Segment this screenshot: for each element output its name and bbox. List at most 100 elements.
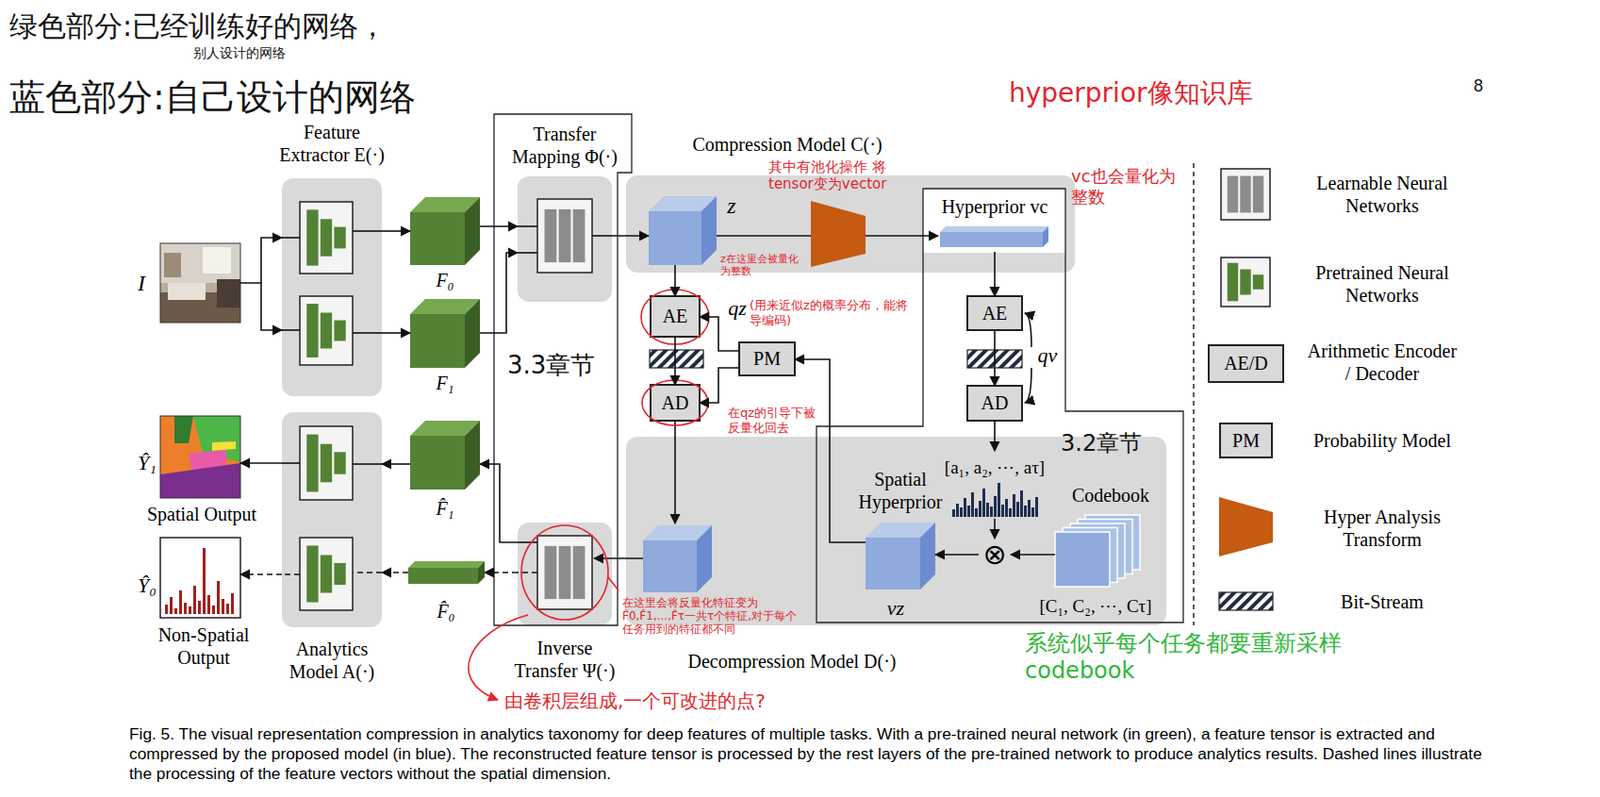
handwritten-note: z在这里会被量化为整数 — [720, 252, 808, 278]
legend-label: Arithmetic Encoder / Decoder — [1305, 339, 1459, 385]
figure-label: qz — [725, 296, 749, 321]
legend-sample — [1220, 423, 1272, 458]
handwritten-mark — [642, 379, 709, 426]
shape — [696, 525, 712, 593]
connector — [674, 264, 677, 297]
connector — [381, 462, 411, 465]
node-label: F̂₁ — [412, 496, 479, 520]
connector — [993, 420, 996, 451]
flow-line — [716, 234, 811, 237]
flow-line — [352, 462, 382, 465]
shape — [1016, 501, 1020, 517]
feature-cube: F₀ — [410, 197, 480, 265]
connector — [794, 359, 866, 543]
connector — [479, 463, 518, 543]
panel-fill — [281, 178, 382, 396]
box-label: AE — [967, 296, 1023, 330]
feature-cube: F̂₁ — [410, 420, 480, 490]
panel-fill — [517, 176, 612, 302]
handwritten-note: 3.3章节 — [507, 350, 611, 380]
handwritten-mark — [468, 614, 528, 700]
shape — [299, 537, 353, 611]
shape — [193, 585, 197, 614]
connector — [993, 518, 996, 539]
legend-label: Probability Model — [1305, 428, 1459, 452]
process-box: AD — [967, 385, 1023, 421]
handwritten-note: vc也会量化为整数 — [1071, 165, 1177, 208]
legend-separator — [1192, 163, 1195, 626]
node-label: Inverse Transfer Ψ(·) — [503, 636, 627, 682]
connector — [381, 230, 411, 232]
shape — [1239, 268, 1251, 295]
shape — [1035, 496, 1039, 517]
flow-line — [281, 329, 300, 331]
shape — [183, 602, 187, 614]
shape — [989, 506, 993, 517]
input-image: I — [160, 243, 241, 323]
figure-label: AE/D — [1208, 345, 1284, 382]
node-label: Ŷ₁ — [135, 450, 159, 476]
shape — [464, 298, 480, 368]
flow-line — [352, 331, 382, 334]
learnable-network-icon — [537, 198, 593, 273]
module-panel: Inverse Transfer Ψ(·) — [517, 522, 612, 626]
shape — [1023, 505, 1027, 517]
shape — [993, 495, 997, 517]
shape — [643, 540, 697, 593]
pretrained-network-icon — [299, 296, 353, 365]
pretrained-network-icon — [299, 426, 353, 500]
shape — [212, 441, 236, 451]
handwritten-note: 其中有池化操作 将tensor变为vector — [768, 158, 910, 193]
process-box: PM — [739, 342, 795, 376]
shape — [306, 209, 318, 265]
bit-stream — [649, 349, 1273, 611]
shape — [160, 415, 241, 498]
shape — [169, 596, 173, 614]
node-label: ⊗ — [978, 538, 1011, 571]
connector — [479, 252, 518, 333]
shape — [333, 562, 346, 585]
shape — [559, 209, 572, 263]
connector — [240, 237, 282, 283]
feature-cube: F₁ — [410, 298, 480, 368]
shape — [306, 544, 318, 602]
handwritten-note: (用来近似z的概率分布，能将导编码) — [749, 297, 910, 329]
network-icons — [299, 168, 1271, 611]
node-label: F₁ — [412, 371, 479, 395]
node-label: Spatial Output — [126, 502, 278, 526]
shape — [982, 488, 986, 517]
shape — [1031, 507, 1035, 517]
process-box: AD — [650, 384, 700, 421]
handwritten-note: 在这里会将反量化特征变为F̂0,F̂1,...,F̂τ一共τ个特征,对于每个任务… — [622, 595, 807, 636]
shape — [160, 243, 241, 283]
shape — [1012, 494, 1016, 517]
handwritten-note: 由卷积层组成,一个可改进的点? — [504, 689, 901, 712]
handwritten-note: 绿色部分:已经训练好的网络， — [9, 9, 538, 44]
flow-line — [517, 225, 538, 228]
shape — [573, 209, 586, 263]
legend-label: Pretrained Neural Networks — [1305, 261, 1459, 307]
flow-line — [352, 571, 382, 574]
connector — [484, 571, 518, 574]
shape — [216, 580, 220, 614]
shape — [537, 535, 593, 610]
output-chart: Ŷ₀Non-Spatial Output — [160, 537, 241, 618]
shape — [1227, 263, 1238, 302]
handwritten-note: 蓝色部分:自己设计的网络 — [9, 75, 538, 119]
node-label: Transfer Mapping Φ(·) — [503, 122, 627, 168]
shape — [1027, 499, 1031, 517]
hyperprior-vector — [940, 226, 1049, 248]
shape — [410, 313, 465, 368]
shape — [464, 420, 480, 490]
legend-label: Hyper Analysis Transform — [1305, 505, 1459, 551]
handwritten-note: 系统似乎每个任务都要重新采样codebook — [1024, 629, 1346, 685]
shape — [1220, 168, 1271, 220]
shape — [226, 603, 230, 614]
section-outline — [816, 188, 1184, 623]
shape — [478, 560, 485, 584]
shape — [997, 482, 1001, 517]
codebook-stack — [1055, 514, 1140, 587]
shape — [408, 560, 485, 568]
pretrained-network-icon — [1220, 257, 1271, 307]
